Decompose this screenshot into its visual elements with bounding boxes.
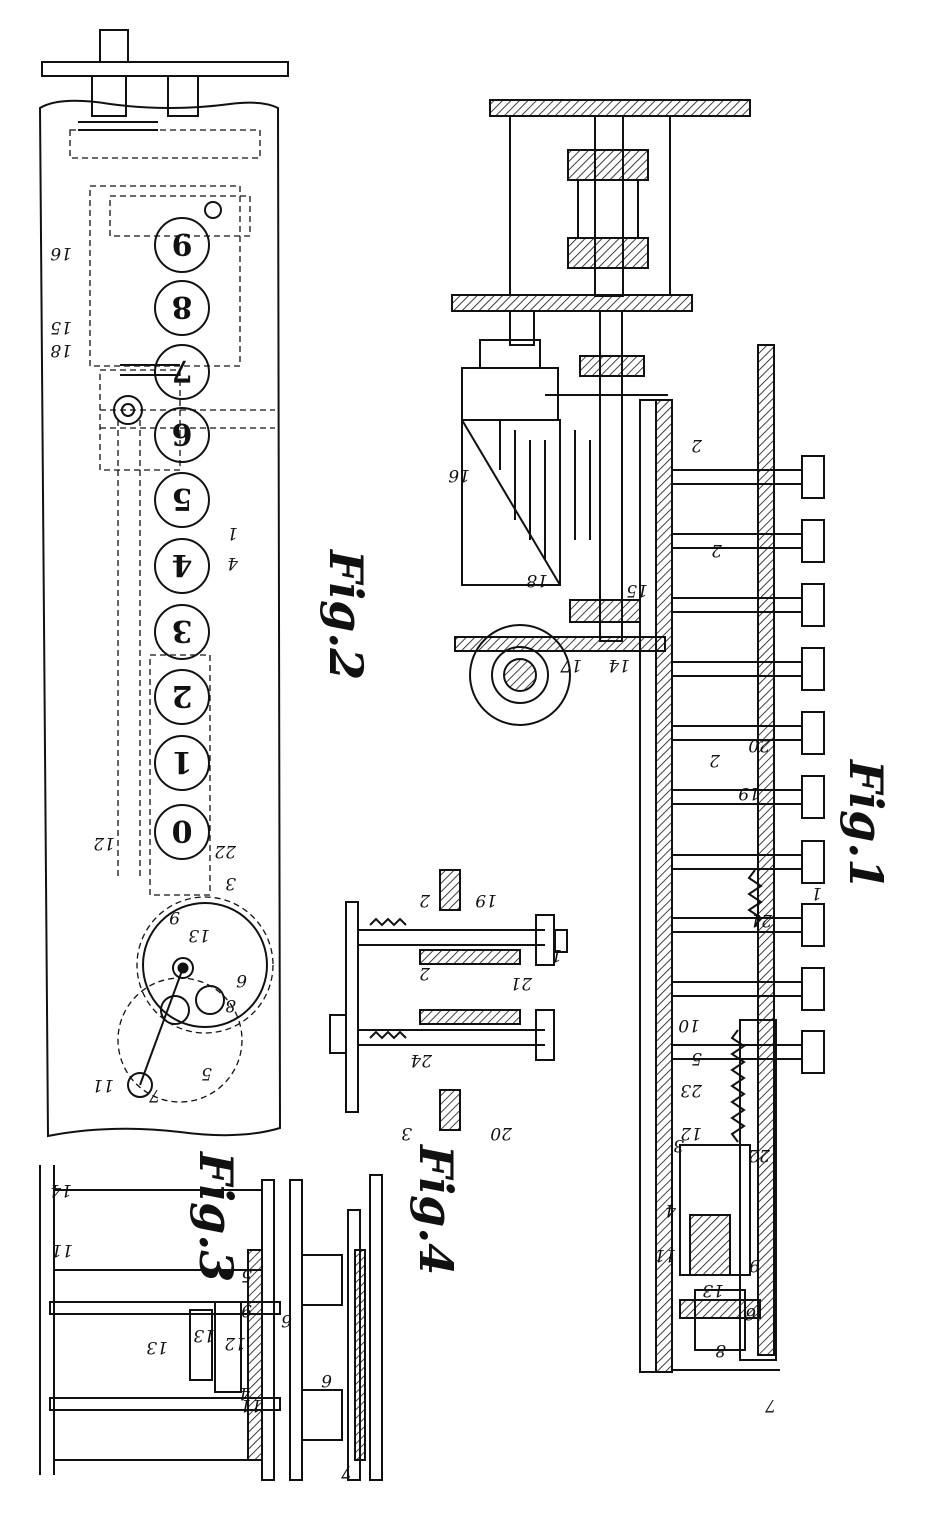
svg-text:3: 3 [673, 1135, 684, 1155]
svg-text:11: 11 [51, 1240, 73, 1260]
fig2-drawing [38, 29, 289, 1138]
svg-text:20: 20 [748, 735, 771, 755]
svg-text:21: 21 [510, 973, 533, 993]
fig1-key-stems [672, 455, 825, 1074]
key-5: 5 [154, 472, 210, 528]
fig4-title: Fig.4 [409, 1143, 463, 1275]
svg-text:12: 12 [680, 1123, 702, 1143]
svg-text:0: 0 [172, 813, 193, 848]
svg-text:3: 3 [225, 873, 236, 893]
key-7: 7 [154, 344, 210, 400]
svg-text:11: 11 [654, 1245, 676, 1265]
svg-text:15: 15 [50, 317, 72, 337]
svg-text:7: 7 [765, 1395, 776, 1415]
svg-text:12: 12 [224, 1333, 246, 1353]
svg-text:5: 5 [201, 1063, 212, 1083]
key-1: 1 [154, 735, 210, 791]
fig2-title: Fig.2 [319, 548, 373, 680]
svg-text:5: 5 [691, 1048, 702, 1068]
svg-text:8: 8 [225, 995, 236, 1015]
svg-text:6: 6 [321, 1370, 332, 1390]
fig1-labels: 16 18 15 17 14 2 2 2 20 19 1 21 10 23 12… [448, 435, 822, 1415]
svg-text:7: 7 [172, 353, 193, 388]
fig4-labels: 2 19 1 21 2 24 3 20 [401, 890, 562, 1143]
svg-text:11: 11 [92, 1075, 114, 1095]
svg-text:9: 9 [169, 907, 180, 927]
svg-text:11: 11 [240, 1395, 262, 1415]
svg-text:13: 13 [702, 1280, 724, 1300]
key-0: 0 [154, 804, 210, 860]
svg-text:15: 15 [626, 580, 648, 600]
svg-text:2: 2 [419, 890, 431, 910]
svg-text:2: 2 [709, 750, 721, 770]
svg-text:22: 22 [748, 1145, 771, 1165]
svg-text:20: 20 [490, 1123, 513, 1143]
fig3-drawing [39, 1165, 383, 1481]
svg-text:2: 2 [419, 963, 431, 983]
key-8: 8 [154, 280, 210, 336]
svg-text:4: 4 [227, 553, 239, 573]
svg-text:8: 8 [172, 289, 193, 324]
svg-text:14: 14 [50, 1180, 72, 1200]
fig2-labels: 16 15 18 1 4 9 11 12 22 3 5 13 6 8 7 [50, 243, 247, 1105]
svg-text:4: 4 [239, 1383, 251, 1403]
svg-text:1: 1 [172, 744, 193, 779]
svg-text:18: 18 [50, 340, 72, 360]
svg-text:5: 5 [172, 481, 193, 516]
key-4: 4 [154, 538, 210, 594]
svg-text:10: 10 [678, 1015, 700, 1035]
svg-text:5: 5 [241, 1265, 252, 1285]
svg-text:7: 7 [149, 1085, 160, 1105]
svg-text:2: 2 [711, 540, 723, 560]
svg-text:4: 4 [665, 1200, 677, 1220]
svg-text:24: 24 [410, 1050, 433, 1070]
svg-text:9: 9 [172, 226, 193, 261]
svg-text:6: 6 [745, 1303, 756, 1323]
key-2: 2 [154, 669, 210, 725]
svg-text:1: 1 [227, 523, 238, 543]
svg-text:16: 16 [448, 465, 470, 485]
svg-text:12: 12 [93, 833, 115, 853]
svg-text:23: 23 [680, 1080, 703, 1100]
svg-text:21: 21 [750, 910, 773, 930]
svg-text:9: 9 [749, 1255, 760, 1275]
svg-text:3: 3 [172, 613, 193, 648]
svg-text:16: 16 [50, 243, 72, 263]
svg-text:6: 6 [172, 416, 193, 451]
fig1-drawing [451, 99, 825, 1373]
svg-text:22: 22 [214, 841, 237, 861]
svg-text:3: 3 [401, 1123, 412, 1143]
svg-text:14: 14 [608, 655, 630, 675]
key-3: 3 [154, 604, 210, 660]
key-9: 9 [154, 217, 210, 273]
key-6: 6 [154, 407, 210, 463]
fig3-title: Fig.3 [189, 1150, 243, 1282]
svg-text:6: 6 [281, 1310, 292, 1330]
svg-text:19: 19 [475, 890, 497, 910]
svg-text:8: 8 [715, 1340, 726, 1360]
svg-text:1: 1 [551, 945, 562, 965]
svg-text:13: 13 [193, 1325, 215, 1345]
svg-text:2: 2 [172, 678, 193, 713]
fig4-drawing [329, 869, 568, 1131]
svg-text:2: 2 [691, 435, 703, 455]
svg-text:17: 17 [560, 655, 582, 675]
svg-text:9: 9 [241, 1300, 252, 1320]
fig1-title: Fig.1 [839, 758, 893, 890]
svg-text:13: 13 [146, 1337, 168, 1357]
svg-text:6: 6 [236, 970, 247, 990]
svg-text:4: 4 [172, 547, 193, 582]
svg-text:18: 18 [526, 570, 548, 590]
fig2-keys: 9 8 7 6 5 4 3 2 1 0 [154, 217, 210, 860]
svg-text:19: 19 [738, 783, 760, 803]
svg-text:7: 7 [341, 1461, 352, 1481]
svg-text:13: 13 [188, 925, 210, 945]
fig3-labels: 14 11 13 5 12 4 11 9 13 6 6 7 [50, 1180, 352, 1481]
svg-text:1: 1 [811, 883, 822, 903]
